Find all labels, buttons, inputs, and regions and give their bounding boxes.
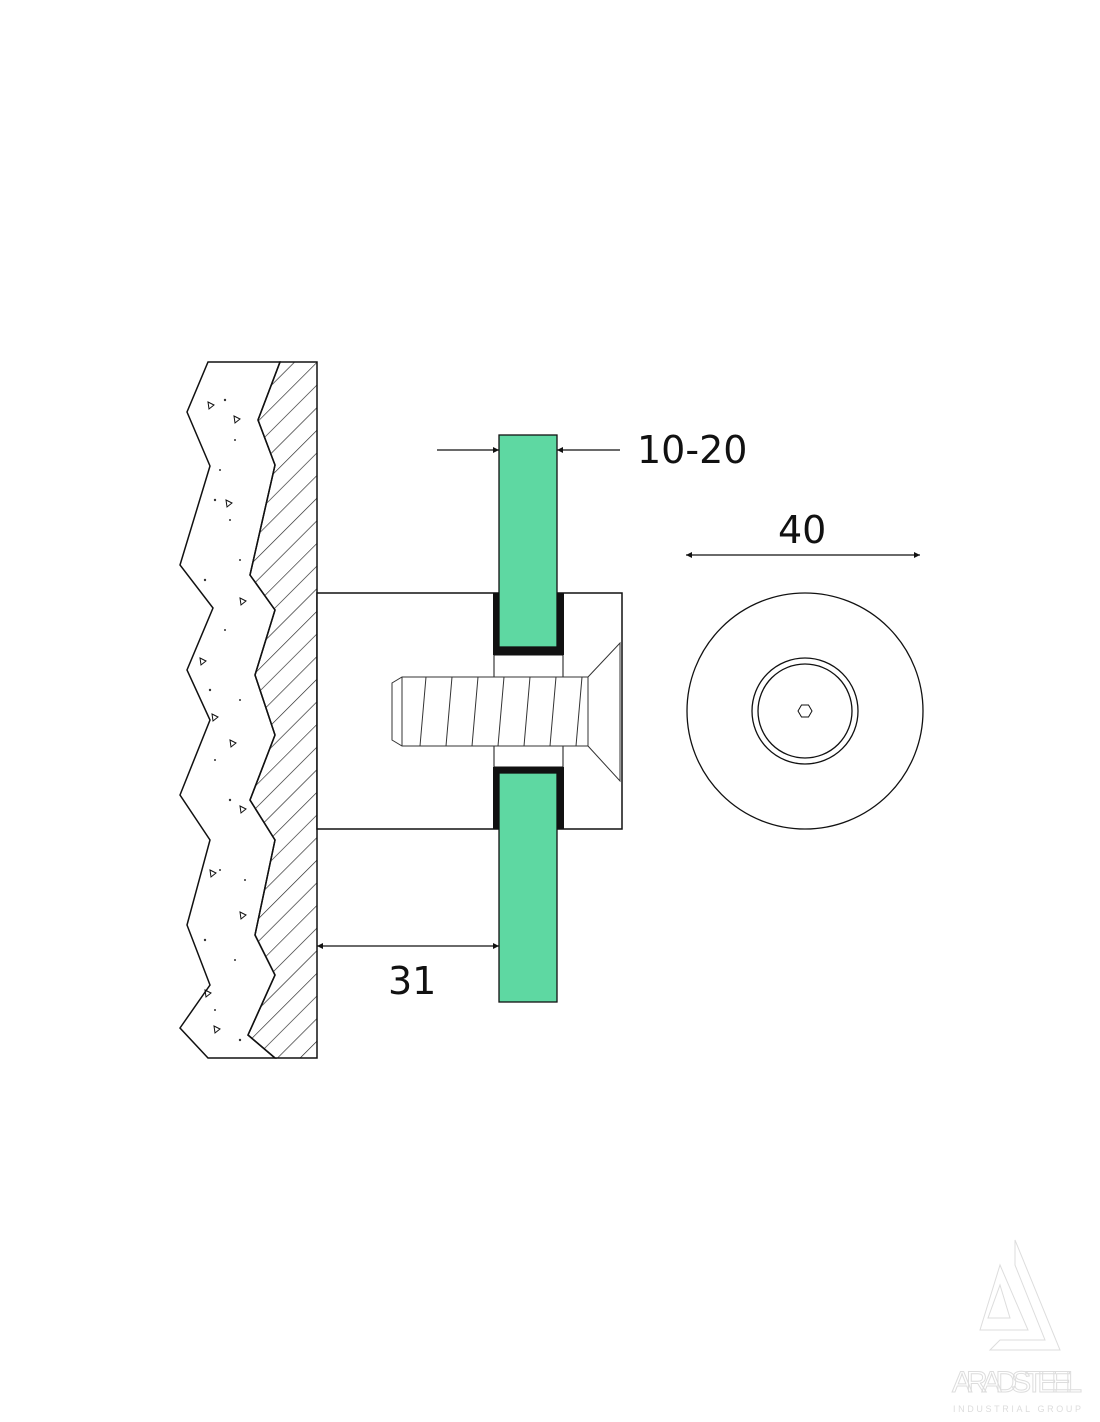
logo-tagline: INDUSTRIAL GROUP bbox=[953, 1404, 1081, 1414]
plaster-hatch-layer bbox=[247, 361, 318, 1059]
cap-diameter-label: 40 bbox=[778, 508, 826, 552]
aggregate-dots bbox=[203, 398, 246, 1042]
glass-thickness-label: 10-20 bbox=[637, 428, 747, 472]
aggregate-triangles bbox=[199, 401, 247, 1034]
countersunk-screw bbox=[391, 641, 621, 783]
cap-front-view: 40 bbox=[686, 508, 924, 830]
dimension-wall-offset: 31 bbox=[317, 943, 499, 1003]
concrete-wall bbox=[179, 361, 318, 1059]
logo-name: ARADSTEEL bbox=[952, 1366, 1082, 1399]
hex-socket-icon bbox=[797, 704, 813, 718]
dimension-glass-thickness: 10-20 bbox=[437, 428, 747, 472]
aradsteel-logo: ARADSTEEL INDUSTRIAL GROUP bbox=[952, 1239, 1083, 1414]
wall-offset-label: 31 bbox=[388, 959, 436, 1003]
glass-panel-top bbox=[498, 434, 558, 648]
glass-panel-bottom bbox=[498, 772, 558, 1003]
